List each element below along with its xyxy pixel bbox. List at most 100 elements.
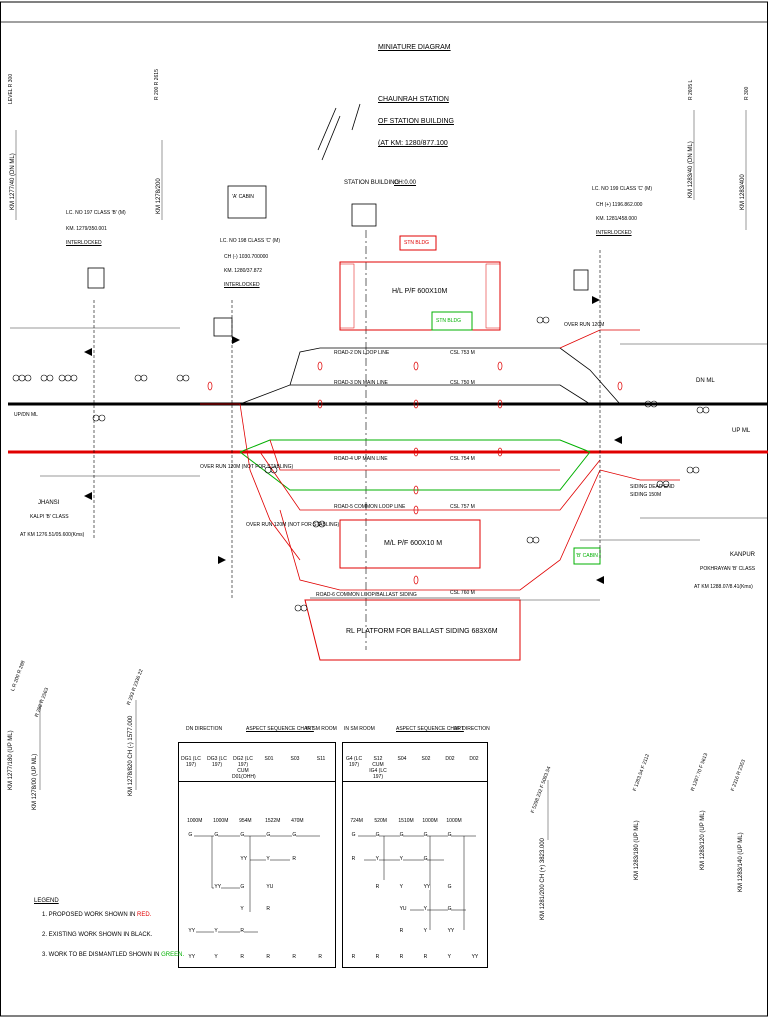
title-line-4b: CH:0.00 [394,180,417,186]
b-cabin-label: 'B' CABIN [576,553,598,559]
bkm-12: KM 1283/120 (UP ML) [700,810,706,870]
up-aspect-cell: G [375,832,380,838]
road6-ballast [279,469,601,591]
legend-1: 1. PROPOSED WORK SHOWN IN RED. [42,912,151,919]
rl-platform-label: RL PLATFORM FOR BALLAST SIDING 683X6M [346,628,498,635]
dn-header-cell: S01 [264,756,274,762]
legend-1-text: 1. PROPOSED WORK SHOWN IN [42,912,136,918]
road6-label: ROAD-6 COMMON LOOP/BALLAST SIDING [316,592,417,598]
legend-title: LEGEND [34,898,59,904]
dn-aspect-cell: YY [188,928,196,934]
up-direction: UP DIRECTION [454,726,490,732]
red-signal-markers [207,361,623,585]
dn-aspect-cell: G [240,884,245,890]
dn-aspect-cell: YY [214,884,222,890]
csl-label-2: CSL 750 M [450,380,475,386]
lc198-a: LC. NO 198 CLASS 'C' (M) [220,238,280,244]
dn-chart-title: ASPECT SEQUENCE CHART [246,726,314,732]
stn-bldg-label-1: STN BLDG [404,240,430,246]
lc197-a: LC. NO 197 CLASS 'B' (M) [66,210,126,216]
over-run-3: OVER RUN 120M [564,322,605,328]
lc198-b: CH (-) 1030.700000 [224,254,269,260]
station-left-class: KALPI 'B' CLASS [30,514,69,520]
lc199-a: LC. NO 199 CLASS 'C' (M) [592,186,652,192]
a-cabin-label: 'A' CABIN [232,194,254,200]
up-aspect-cell: YY [447,928,455,934]
up-aspect-cell: YU [399,906,407,912]
legend-2: 2. EXISTING WORK SHOWN IN BLACK. [42,932,153,938]
title-line-3: (AT KM: 1280/877.100 [378,140,448,147]
up-aspect-cell: G [447,884,452,890]
r-label: R 200 R 2615 [154,69,160,100]
r-right-1: R 2605 L [688,79,694,100]
road4-label: ROAD-4 UP MAIN LINE [334,456,388,462]
ml-platform [339,519,481,569]
up-aspect-cell: G [423,832,428,838]
up-ml-right: UP ML [732,428,751,434]
dn-distance: 470M [291,818,304,824]
level-label: LEVEL R 300 [8,73,14,104]
lc198-gate [213,317,233,337]
up-aspect-cell: R [399,954,404,960]
hl-platform-label: H/L P/F 600X10M [392,288,448,295]
up-aspect-cell: R [375,954,380,960]
up-aspect-cell: R [423,954,428,960]
dn-aspect-cell: R [240,954,245,960]
dn-aspect-cell: G [292,832,297,838]
dn-aspect-cell: R [292,856,297,862]
siding-dead-end: SIDING DEAD END [630,484,675,490]
road5-label: ROAD-5 COMMON LOOP LINE [334,504,406,510]
up-aspect-cell: R [351,856,356,862]
overrun-left [200,403,301,561]
road4-green [239,439,591,453]
dn-room: IN SM ROOM [306,726,337,732]
up-dn-ml-left: UP/DN ML [14,412,38,418]
dn-aspect-cell: R [266,906,271,912]
up-aspect-cell: Y [399,856,403,862]
road3-main [290,384,591,405]
north-arrow [317,103,361,161]
dn-aspect-cell: G [214,832,219,838]
title-line-2: OF STATION BUILDING [378,118,454,125]
csl-label-5: CSL 760 M [450,590,475,596]
lc199-b: CH (+) 1196.862.000 [596,202,643,208]
legend-3-text: 3. WORK TO BE DISMANTLED SHOWN IN [42,952,160,958]
ml-platform-label: M/L P/F 600X10 M [384,540,443,547]
siding-dead-end [599,469,680,481]
up-distance: 724M [350,818,363,824]
dn-aspect-cell: YY [188,954,196,960]
up-aspect-cell: Y [447,954,451,960]
dn-distance: 1000M [213,818,229,824]
dn-header-cell: S03 [290,756,300,762]
dn-direction: DN DIRECTION [186,726,223,732]
legend-3: 3. WORK TO BE DISMANTLED SHOWN IN GREEN. [42,952,184,959]
station-right-class: POKHRAYAN 'B' CLASS [700,566,756,572]
lc198-c: KM. 1280/37.872 [224,268,263,274]
siding-150: SIDING 150M [630,492,662,498]
csl-label-4: CSL 757 M [450,504,475,510]
dn-distance: 954M [239,818,252,824]
up-chart-title: ASPECT SEQUENCE CHART [396,726,464,732]
road2-label: ROAD-2 DN LOOP LINE [334,350,390,356]
dn-aspect-cell: R [240,928,245,934]
dn-aspect-cell: Y [240,906,244,912]
km-marker-lines [15,110,747,840]
signal-group [12,316,710,612]
dn-aspect-cell: YU [266,884,274,890]
station-building-symbol [351,203,377,227]
dn-aspect-cell: G [240,832,245,838]
up-table-frame [342,742,488,968]
road5-red [259,451,601,511]
up-header-cell: G4 (LC 197) [345,756,363,768]
bkm-8: KM 1281/200 CH (+) 3823.000 [540,838,546,920]
lc197-c: INTERLOCKED [66,240,102,246]
up-aspect-cell: YY [471,954,479,960]
dn-distance: 1522M [265,818,281,824]
up-distance: 1000M [422,818,438,824]
dn-aspect-cell: R [318,954,323,960]
dn-header-cell: DG1 (LC 197) [181,756,201,768]
station-left-km: AT KM 1276.51/05.600(Kms) [20,532,85,538]
up-header-cell: S02 [421,756,431,762]
